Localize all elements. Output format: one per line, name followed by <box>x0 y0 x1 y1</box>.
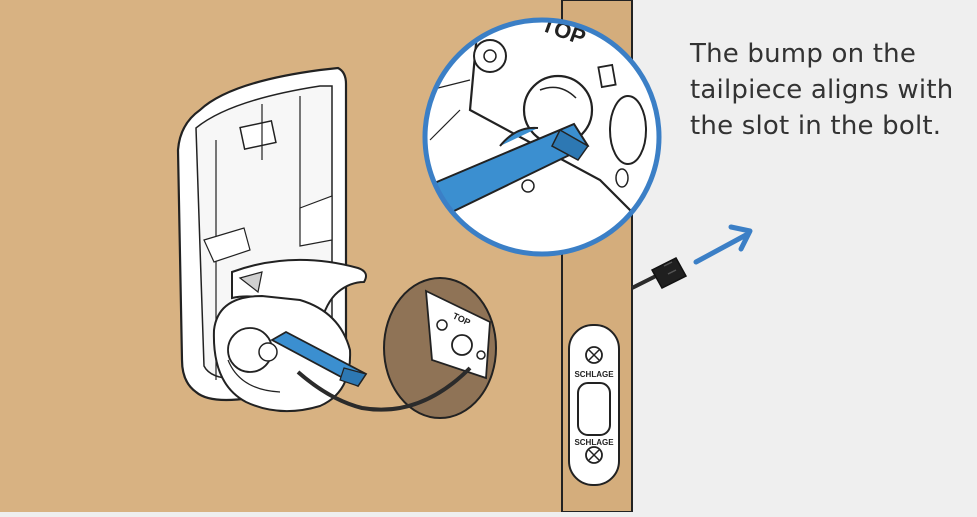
lock-lower-housing <box>212 294 352 413</box>
instruction-caption: The bump on the tailpiece aligns with th… <box>690 39 954 141</box>
strike-plate-brand-top: SCHLAGE <box>574 370 614 379</box>
lock-cable <box>296 366 472 412</box>
lock-cover-mark <box>238 271 263 294</box>
door-bore-hole: TOP <box>383 277 497 419</box>
direction-arrow-icon <box>693 224 753 265</box>
strike-plate: SCHLAGE SCHLAGE <box>568 324 620 486</box>
lock-tailpiece <box>270 330 368 388</box>
cable-connector-icon <box>650 257 688 289</box>
strike-plate-brand-bottom: SCHLAGE <box>574 438 614 447</box>
